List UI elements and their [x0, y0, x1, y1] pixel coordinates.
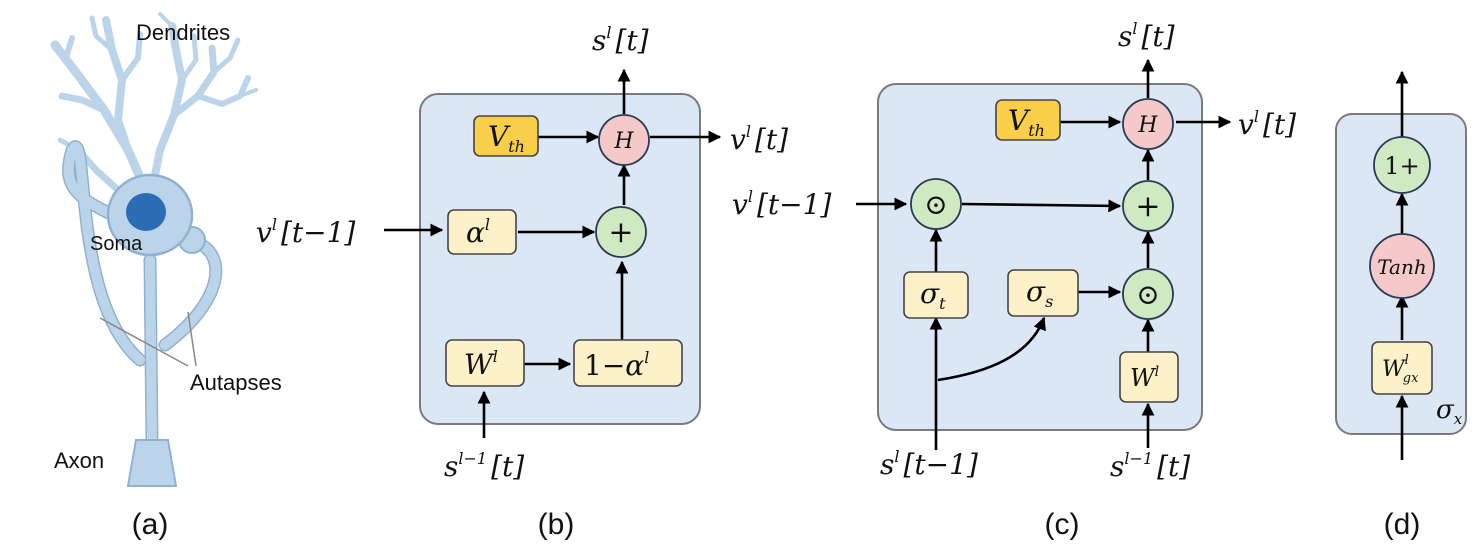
- plus-node-b: [595, 206, 647, 258]
- w-label-c: Wl: [1130, 364, 1159, 392]
- w-box-c: [1119, 351, 1179, 403]
- vth-label-b: Vth: [488, 120, 525, 156]
- h-node-b: [598, 114, 650, 166]
- w-label-b: Wl: [464, 347, 498, 381]
- sigma-x-label-d: σx: [1436, 395, 1463, 428]
- axon-label: Axon: [54, 448, 104, 473]
- in-v-label-b: vl[t−1]: [256, 215, 355, 249]
- sigma-t-box-c: [903, 271, 969, 319]
- plus-label-c: +: [1135, 189, 1160, 224]
- sigma-s-label-c: σs: [1026, 275, 1053, 311]
- vth-box-c: [995, 99, 1061, 141]
- out-s-label-b: sl[t]: [592, 23, 649, 57]
- soma-label: Soma: [90, 233, 143, 255]
- one-plus-node-d: [1373, 136, 1431, 194]
- plus-label-b: +: [608, 215, 633, 250]
- w-box-b: [445, 339, 525, 387]
- one-minus-alpha-label-b: 1−αl: [584, 348, 649, 382]
- alpha-label-b: αl: [466, 215, 490, 249]
- in-s2-label-c: sl−1[t]: [1110, 449, 1190, 483]
- out-v-label-b: vl[t]: [730, 122, 788, 156]
- vth-box-b: [473, 115, 539, 157]
- h-label-c: H: [1137, 113, 1158, 138]
- tanh-node-d: [1369, 233, 1435, 299]
- caption-c: (c): [1045, 508, 1080, 541]
- in-s1-label-c: sl[t−1]: [880, 447, 978, 481]
- one-plus-label-d: 1+: [1384, 152, 1419, 180]
- odot-node-c-top: [910, 178, 962, 230]
- odot-label-c-bottom: ⊙: [1136, 278, 1159, 311]
- dendrites-label: Dendrites: [136, 20, 230, 45]
- one-minus-alpha-box-b: [573, 339, 683, 387]
- sigma-t-label-c: σt: [920, 277, 946, 313]
- plus-node-c: [1122, 180, 1174, 232]
- autapses-label: Autapses: [190, 370, 282, 395]
- h-label-b: H: [613, 129, 634, 154]
- caption-a: (a): [132, 508, 169, 541]
- odot-node-c-bottom: [1122, 268, 1174, 320]
- sigma-s-box-c: [1007, 269, 1079, 317]
- vth-label-c: Vth: [1008, 104, 1045, 140]
- out-s-label-c: sl[t]: [1118, 19, 1175, 53]
- panel-c: [877, 83, 1203, 431]
- odot-label-c-top: ⊙: [924, 188, 947, 221]
- wgx-box-d: [1371, 341, 1433, 395]
- neuron-illustration: [50, 12, 258, 487]
- alpha-box-b: [447, 209, 517, 255]
- tanh-label-d: Tanh: [1377, 255, 1426, 279]
- h-node-c: [1122, 98, 1174, 150]
- out-v-label-c: vl[t]: [1238, 107, 1296, 141]
- in-s-label-b: sl−1[t]: [444, 449, 524, 483]
- caption-d: (d): [1384, 508, 1421, 541]
- caption-b: (b): [538, 508, 575, 541]
- in-v-label-c: vl[t−1]: [732, 187, 831, 221]
